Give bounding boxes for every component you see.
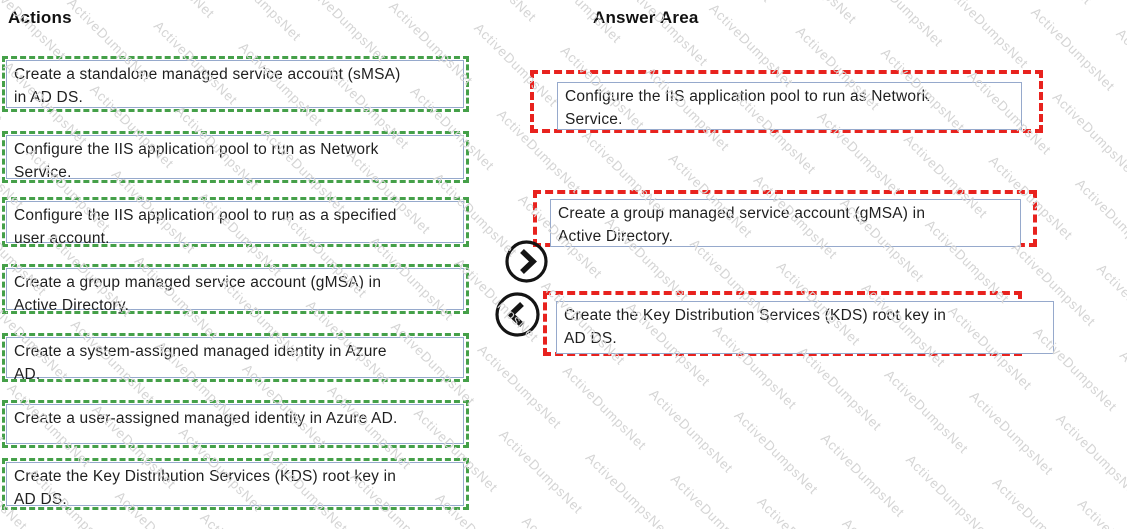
chevron-right-icon [505,240,548,283]
move-left-button[interactable] [494,291,541,338]
move-right-button[interactable] [504,239,549,284]
action-item-kds-root-key[interactable]: Create the Key Distribution Services (KD… [2,458,469,510]
answer-area-header: Answer Area [593,8,699,27]
answer-slot-2[interactable]: Create a group managed service account (… [533,190,1037,247]
action-item-system-assigned[interactable]: Create a system-assigned managed identit… [2,333,469,383]
action-item-label: Create the Key Distribution Services (KD… [14,468,397,508]
answer-item-label: Create the Key Distribution Services (KD… [564,307,947,347]
answer-slot-3[interactable]: Create the Key Distribution Services (KD… [543,291,1054,356]
answer-slot-1[interactable]: Configure the IIS application pool to ru… [530,70,1043,133]
answer-item-label: Configure the IIS application pool to ru… [565,88,930,128]
action-item-inner: Create a user-assigned managed identity … [6,404,464,444]
action-item-inner: Create a standalone managed service acco… [6,60,464,108]
action-item-label: Configure the IIS application pool to ru… [14,207,397,247]
action-item-label: Create a standalone managed service acco… [14,66,401,106]
action-item-user-assigned[interactable]: Create a user-assigned managed identity … [2,400,469,448]
action-item-gmsa[interactable]: Create a group managed service account (… [2,264,469,314]
action-item-network-service[interactable]: Configure the IIS application pool to ru… [2,131,469,183]
action-item-inner: Create a group managed service account (… [6,268,464,314]
action-item-label: Create a user-assigned managed identity … [14,410,398,427]
action-item-inner: Create a system-assigned managed identit… [6,337,464,383]
action-item-label: Create a system-assigned managed identit… [14,343,387,383]
action-item-inner: Configure the IIS application pool to ru… [6,201,464,247]
action-item-label: Create a group managed service account (… [14,274,382,314]
action-item-specified-user[interactable]: Configure the IIS application pool to ru… [2,197,469,247]
answer-item-network-service[interactable]: Configure the IIS application pool to ru… [557,82,1022,130]
actions-header: Actions [8,8,72,27]
action-item-label: Configure the IIS application pool to ru… [14,141,379,181]
action-item-smsa[interactable]: Create a standalone managed service acco… [2,56,469,112]
answer-item-kds-root-key[interactable]: Create the Key Distribution Services (KD… [556,301,1054,354]
answer-item-label: Create a group managed service account (… [558,205,926,245]
action-item-inner: Configure the IIS application pool to ru… [6,135,464,181]
answer-item-gmsa[interactable]: Create a group managed service account (… [550,199,1021,247]
chevron-left-icon [495,292,540,337]
action-item-inner: Create the Key Distribution Services (KD… [6,462,464,508]
